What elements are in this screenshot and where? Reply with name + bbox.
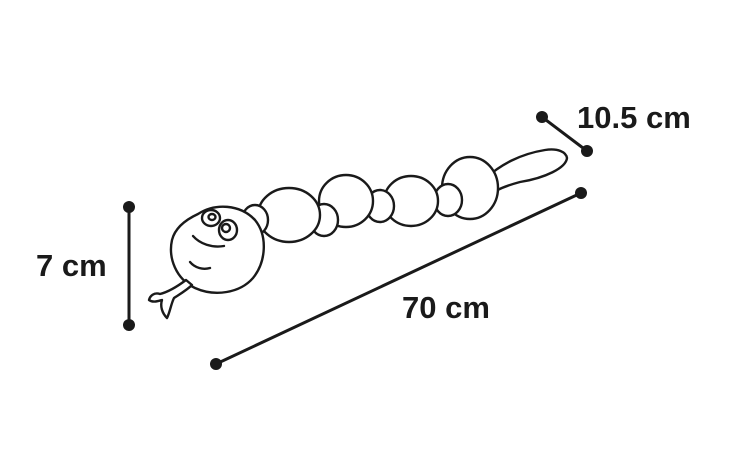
length-dimension-dot-end [575, 187, 587, 199]
right-pupil [220, 222, 232, 234]
width-dimension-dot-end [581, 145, 593, 157]
width-dimension [536, 111, 593, 157]
snake-tail [484, 148, 569, 198]
width-dimension-dot-start [536, 111, 548, 123]
length-dimension [210, 187, 587, 370]
height-dimension [123, 201, 135, 331]
snake-head [169, 205, 265, 294]
width-dimension-line [540, 115, 589, 153]
left-pupil [207, 212, 217, 222]
height-label: 7 cm [36, 248, 107, 283]
height-dimension-dot-bottom [123, 319, 135, 331]
snake-smile [191, 234, 226, 248]
width-label: 10.5 cm [577, 100, 691, 135]
length-dimension-dot-start [210, 358, 222, 370]
snake-plush-toy-icon [147, 148, 569, 320]
height-dimension-dot-top [123, 201, 135, 213]
length-label: 70 cm [402, 290, 490, 325]
length-dimension-line [214, 191, 583, 366]
snake-tongue [147, 278, 194, 320]
mouth-crease [188, 260, 212, 270]
